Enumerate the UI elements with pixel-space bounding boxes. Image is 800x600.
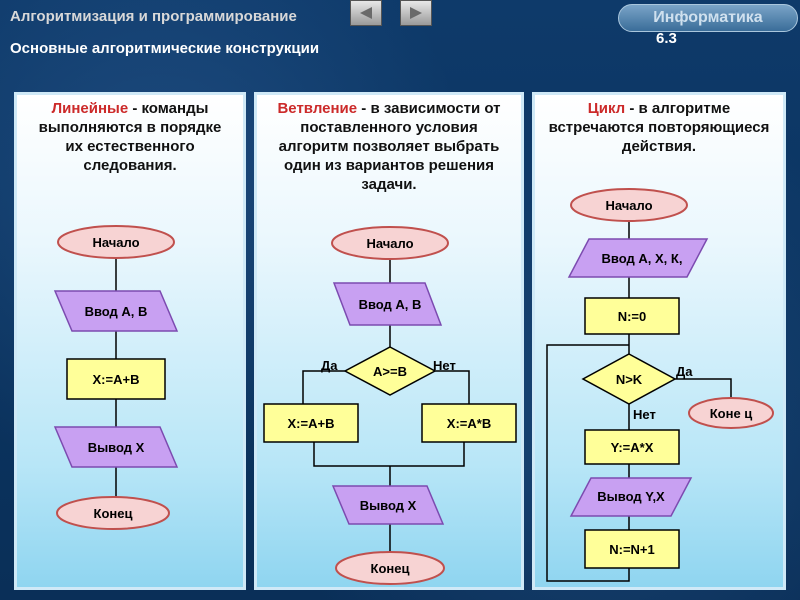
- branch-flowchart: Начало Ввод А, В А>=В Да Нет Х:=А+В Х:=А…: [263, 226, 517, 585]
- svg-text:Коне ц: Коне ц: [710, 406, 753, 421]
- svg-text:Х:=А*В: Х:=А*В: [447, 416, 491, 431]
- branch-start: Начало: [331, 226, 449, 260]
- svg-text:Ввод А, В: Ввод А, В: [85, 304, 148, 319]
- loop-process: Y:=A*X: [584, 429, 680, 465]
- loop-increment: N:=N+1: [584, 529, 680, 569]
- svg-text:Ввод А, Х, К,: Ввод А, Х, К,: [602, 251, 683, 266]
- loop-output: Вывод Y,X: [569, 477, 693, 517]
- branch-no-label: Нет: [433, 358, 456, 373]
- keyword-linear: Линейные: [51, 100, 129, 117]
- prev-slide-button[interactable]: [350, 0, 382, 26]
- arrow-right-icon: [410, 7, 422, 19]
- svg-text:Х:=А+В: Х:=А+В: [93, 372, 140, 387]
- svg-text:N:=0: N:=0: [618, 309, 647, 324]
- panel-branch-description: Ветвление - в зависимости от поставленно…: [277, 100, 501, 193]
- keyword-branch: Ветвление: [277, 100, 358, 117]
- svg-text:Конец: Конец: [371, 561, 410, 576]
- svg-text:Начало: Начало: [92, 235, 139, 250]
- svg-text:Y:=A*X: Y:=A*X: [611, 440, 654, 455]
- linear-process: Х:=А+В: [66, 358, 166, 400]
- lesson-number: 6.3: [656, 30, 677, 47]
- panel-linear: Линейные - команды выполняются в порядке…: [14, 92, 246, 590]
- linear-start: Начало: [57, 225, 175, 259]
- branch-end: Конец: [335, 551, 445, 585]
- loop-init: N:=0: [584, 297, 680, 335]
- svg-text:Х:=А+В: Х:=А+В: [288, 416, 335, 431]
- linear-input: Ввод А, В: [53, 290, 179, 332]
- panel-linear-description: Линейные - команды выполняются в порядке…: [38, 100, 222, 174]
- loop-condition: N>K: [581, 353, 677, 405]
- slide-subtitle: Основные алгоритмические конструкции: [10, 40, 320, 57]
- arrow-left-icon: [360, 7, 372, 19]
- keyword-loop: Цикл: [587, 100, 626, 117]
- loop-flowchart: Начало Ввод А, Х, К, N:=0 N>K Да Нет Кон…: [546, 188, 774, 582]
- svg-text:Вывод Х: Вывод Х: [360, 498, 417, 513]
- loop-yes-label: Да: [676, 364, 693, 379]
- linear-output: Вывод Х: [53, 426, 179, 468]
- svg-text:Ввод А, В: Ввод А, В: [359, 297, 422, 312]
- branch-input: Ввод А, В: [332, 282, 443, 326]
- branch-process-no: Х:=А*В: [421, 403, 517, 443]
- panel-loop: Цикл - в алгоритме встречаются повторяющ…: [532, 92, 786, 590]
- svg-text:Конец: Конец: [94, 506, 133, 521]
- panel-loop-description: Цикл - в алгоритме встречаются повторяющ…: [548, 100, 770, 155]
- svg-text:А>=В: А>=В: [373, 364, 407, 379]
- subject-badge: Информатика: [618, 4, 798, 32]
- loop-end: Коне ц: [688, 397, 774, 429]
- linear-end: Конец: [56, 496, 170, 530]
- svg-text:Вывод Y,X: Вывод Y,X: [597, 489, 665, 504]
- loop-input: Ввод А, Х, К,: [567, 238, 709, 278]
- svg-text:Начало: Начало: [605, 198, 652, 213]
- panel-branch: Ветвление - в зависимости от поставленно…: [254, 92, 524, 590]
- branch-yes-label: Да: [321, 358, 338, 373]
- loop-no-label: Нет: [633, 407, 656, 422]
- next-slide-button[interactable]: [400, 0, 432, 26]
- linear-flowchart: Начало Ввод А, В Х:=А+В Вывод Х Конец: [53, 225, 179, 530]
- branch-output: Вывод Х: [331, 485, 445, 525]
- branch-condition: А>=В: [343, 346, 437, 396]
- branch-process-yes: Х:=А+В: [263, 403, 359, 443]
- svg-text:Начало: Начало: [366, 236, 413, 251]
- svg-text:Вывод Х: Вывод Х: [88, 440, 145, 455]
- svg-text:N>K: N>K: [616, 372, 643, 387]
- slide-title: Алгоритмизация и программирование: [10, 8, 297, 25]
- loop-start: Начало: [570, 188, 688, 222]
- svg-text:N:=N+1: N:=N+1: [609, 542, 655, 557]
